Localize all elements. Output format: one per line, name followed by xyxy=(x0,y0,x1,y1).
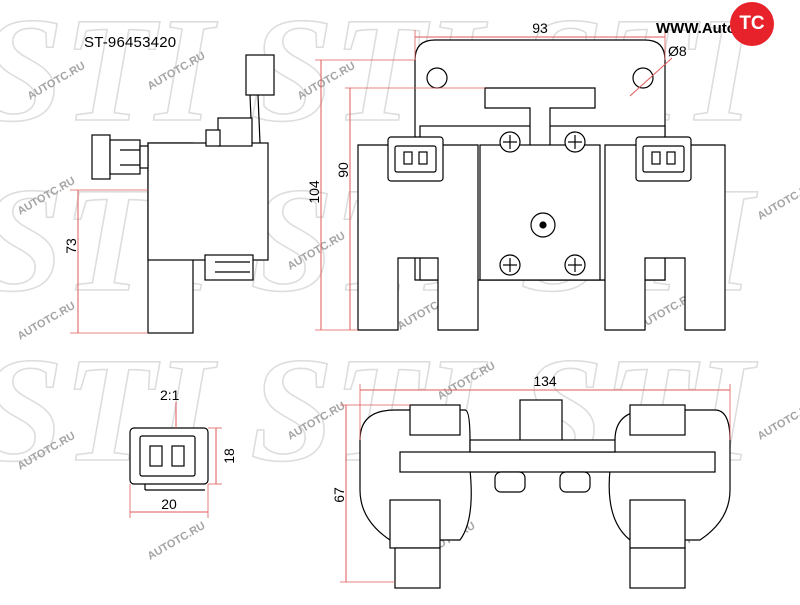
screw-icon xyxy=(565,255,585,275)
watermark-text: AUTOTC.RU xyxy=(146,520,208,563)
logo: TC xyxy=(730,2,774,46)
dim-label-67: 67 xyxy=(331,487,347,503)
dim-label-73: 73 xyxy=(63,238,79,254)
watermark-text: AUTOTC.RU xyxy=(756,180,800,223)
watermark-text: AUTOTC.RU xyxy=(756,400,800,443)
watermark-logo: STI xyxy=(0,0,218,153)
screw-icon xyxy=(500,132,520,152)
dim-label-scale: 2:1 xyxy=(160,387,180,403)
dim-label-90: 90 xyxy=(335,162,351,178)
dim-label-93: 93 xyxy=(532,20,548,36)
connector-detail xyxy=(130,428,208,490)
part-number: ST-96453420 xyxy=(84,34,176,51)
dim-label-18: 18 xyxy=(221,448,237,464)
bottom-view xyxy=(360,400,730,588)
dim-label-104: 104 xyxy=(306,180,322,204)
screw-icon xyxy=(565,132,585,152)
screw-icon xyxy=(500,255,520,275)
site-url: WWW.Auto xyxy=(656,20,736,37)
dim-label-hole: Ø8 xyxy=(668,43,687,59)
dim-label-134: 134 xyxy=(533,373,557,389)
dim-label-20: 20 xyxy=(161,496,177,512)
